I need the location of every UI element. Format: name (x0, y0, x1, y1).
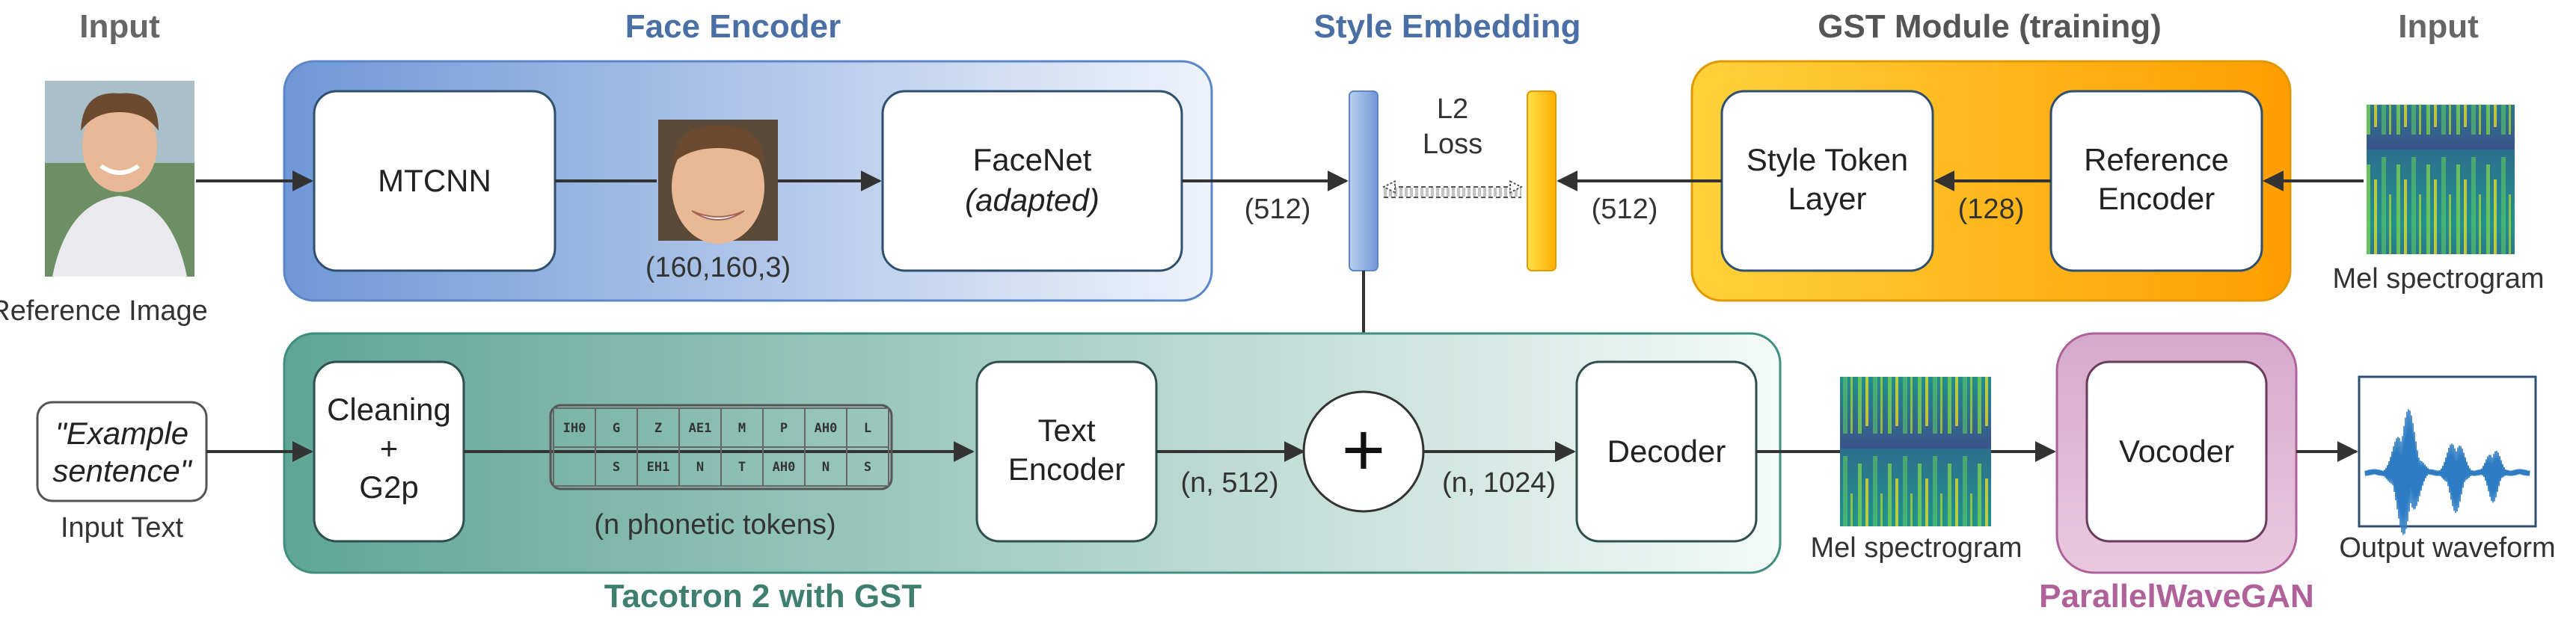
vocoder-block (2085, 360, 2268, 543)
l2-loss-label-2: Loss (1423, 129, 1482, 160)
header-tacotron: Tacotron 2 with GST (604, 578, 922, 615)
token-label: P (780, 421, 788, 436)
header-input-right: Input (2398, 8, 2479, 45)
header-input-left: Input (79, 8, 160, 45)
reference-image-caption: Reference Image (0, 295, 208, 327)
cleaning-label-3: G2p (359, 470, 418, 505)
facenet-block (881, 90, 1183, 272)
dim-512-left-label: (512) (1245, 194, 1311, 225)
text-encoder-label-2: Encoder (1008, 452, 1125, 487)
token-label: N (696, 460, 704, 475)
style-token-label-1: Style Token (1747, 142, 1908, 177)
output-waveform-image (2364, 409, 2530, 535)
token-label: EH1 (647, 460, 670, 475)
token-label: AE1 (689, 421, 712, 436)
input-text-caption: Input Text (61, 512, 184, 544)
ref-encoder-label-1: Reference (2084, 142, 2229, 177)
waveform-trace (2364, 409, 2530, 535)
style-embedding-orange (1527, 90, 1557, 271)
output-waveform-caption: Output waveform (2339, 532, 2555, 564)
dim-512-right-label: (512) (1592, 194, 1658, 225)
l2-loss-label-1: L2 (1437, 93, 1468, 125)
reference-image (45, 81, 194, 277)
header-gst-module: GST Module (training) (1818, 8, 2162, 45)
face-crop-image (658, 120, 778, 244)
decoder-label: Decoder (1607, 434, 1726, 469)
token-grid-frame (549, 404, 893, 490)
style-token-label-2: Layer (1788, 181, 1866, 216)
token-label: S (613, 460, 620, 475)
header-style-embedding: Style Embedding (1314, 8, 1581, 45)
mel-spectrogram-top-image (2367, 105, 2515, 254)
cleaning-label-1: Cleaning (327, 392, 451, 427)
dim-n512-label: (n, 512) (1181, 467, 1279, 499)
mel-spectrogram-bottom-caption: Mel spectrogram (1811, 532, 2023, 564)
token-label: M (738, 421, 746, 436)
output-waveform-frame (2358, 375, 2537, 528)
token-label: AH0 (815, 421, 838, 436)
token-label: T (738, 460, 746, 475)
facenet-sublabel: (adapted) (965, 182, 1100, 218)
ref-encoder-label-2: Encoder (2098, 181, 2215, 216)
mel-spectrogram-bottom-image (1840, 377, 1991, 526)
dim-128-label: (128) (1958, 194, 2025, 225)
token-label: AH0 (773, 460, 796, 475)
sum-node-plus: + (1342, 408, 1385, 492)
header-face-encoder: Face Encoder (625, 8, 841, 45)
token-cell (846, 446, 889, 487)
text-encoder-label-1: Text (1037, 413, 1095, 448)
header-parallel-wavegan: ParallelWaveGAN (2039, 578, 2314, 615)
mel-spectrogram-top-caption: Mel spectrogram (2333, 263, 2545, 295)
token-label: N (822, 460, 829, 475)
face-dims-label: (160,160,3) (645, 252, 791, 283)
dim-n1024-label: (n, 1024) (1442, 467, 1556, 499)
token-label: Z (654, 421, 662, 436)
token-label: G (613, 421, 620, 436)
style-embedding-blue (1349, 90, 1379, 271)
phonetic-tokens-caption: (n phonetic tokens) (594, 509, 835, 541)
facenet-label: FaceNet (973, 142, 1092, 177)
cleaning-label-2: + (380, 431, 399, 466)
token-label: S (864, 460, 871, 475)
input-text-line-1: "Example (55, 416, 188, 451)
token-label: IH0 (563, 421, 586, 436)
token-label: L (864, 421, 871, 436)
mtcnn-label: MTCNN (378, 163, 491, 198)
input-text-line-2: sentence" (52, 453, 192, 488)
vocoder-label: Vocoder (2119, 434, 2234, 469)
